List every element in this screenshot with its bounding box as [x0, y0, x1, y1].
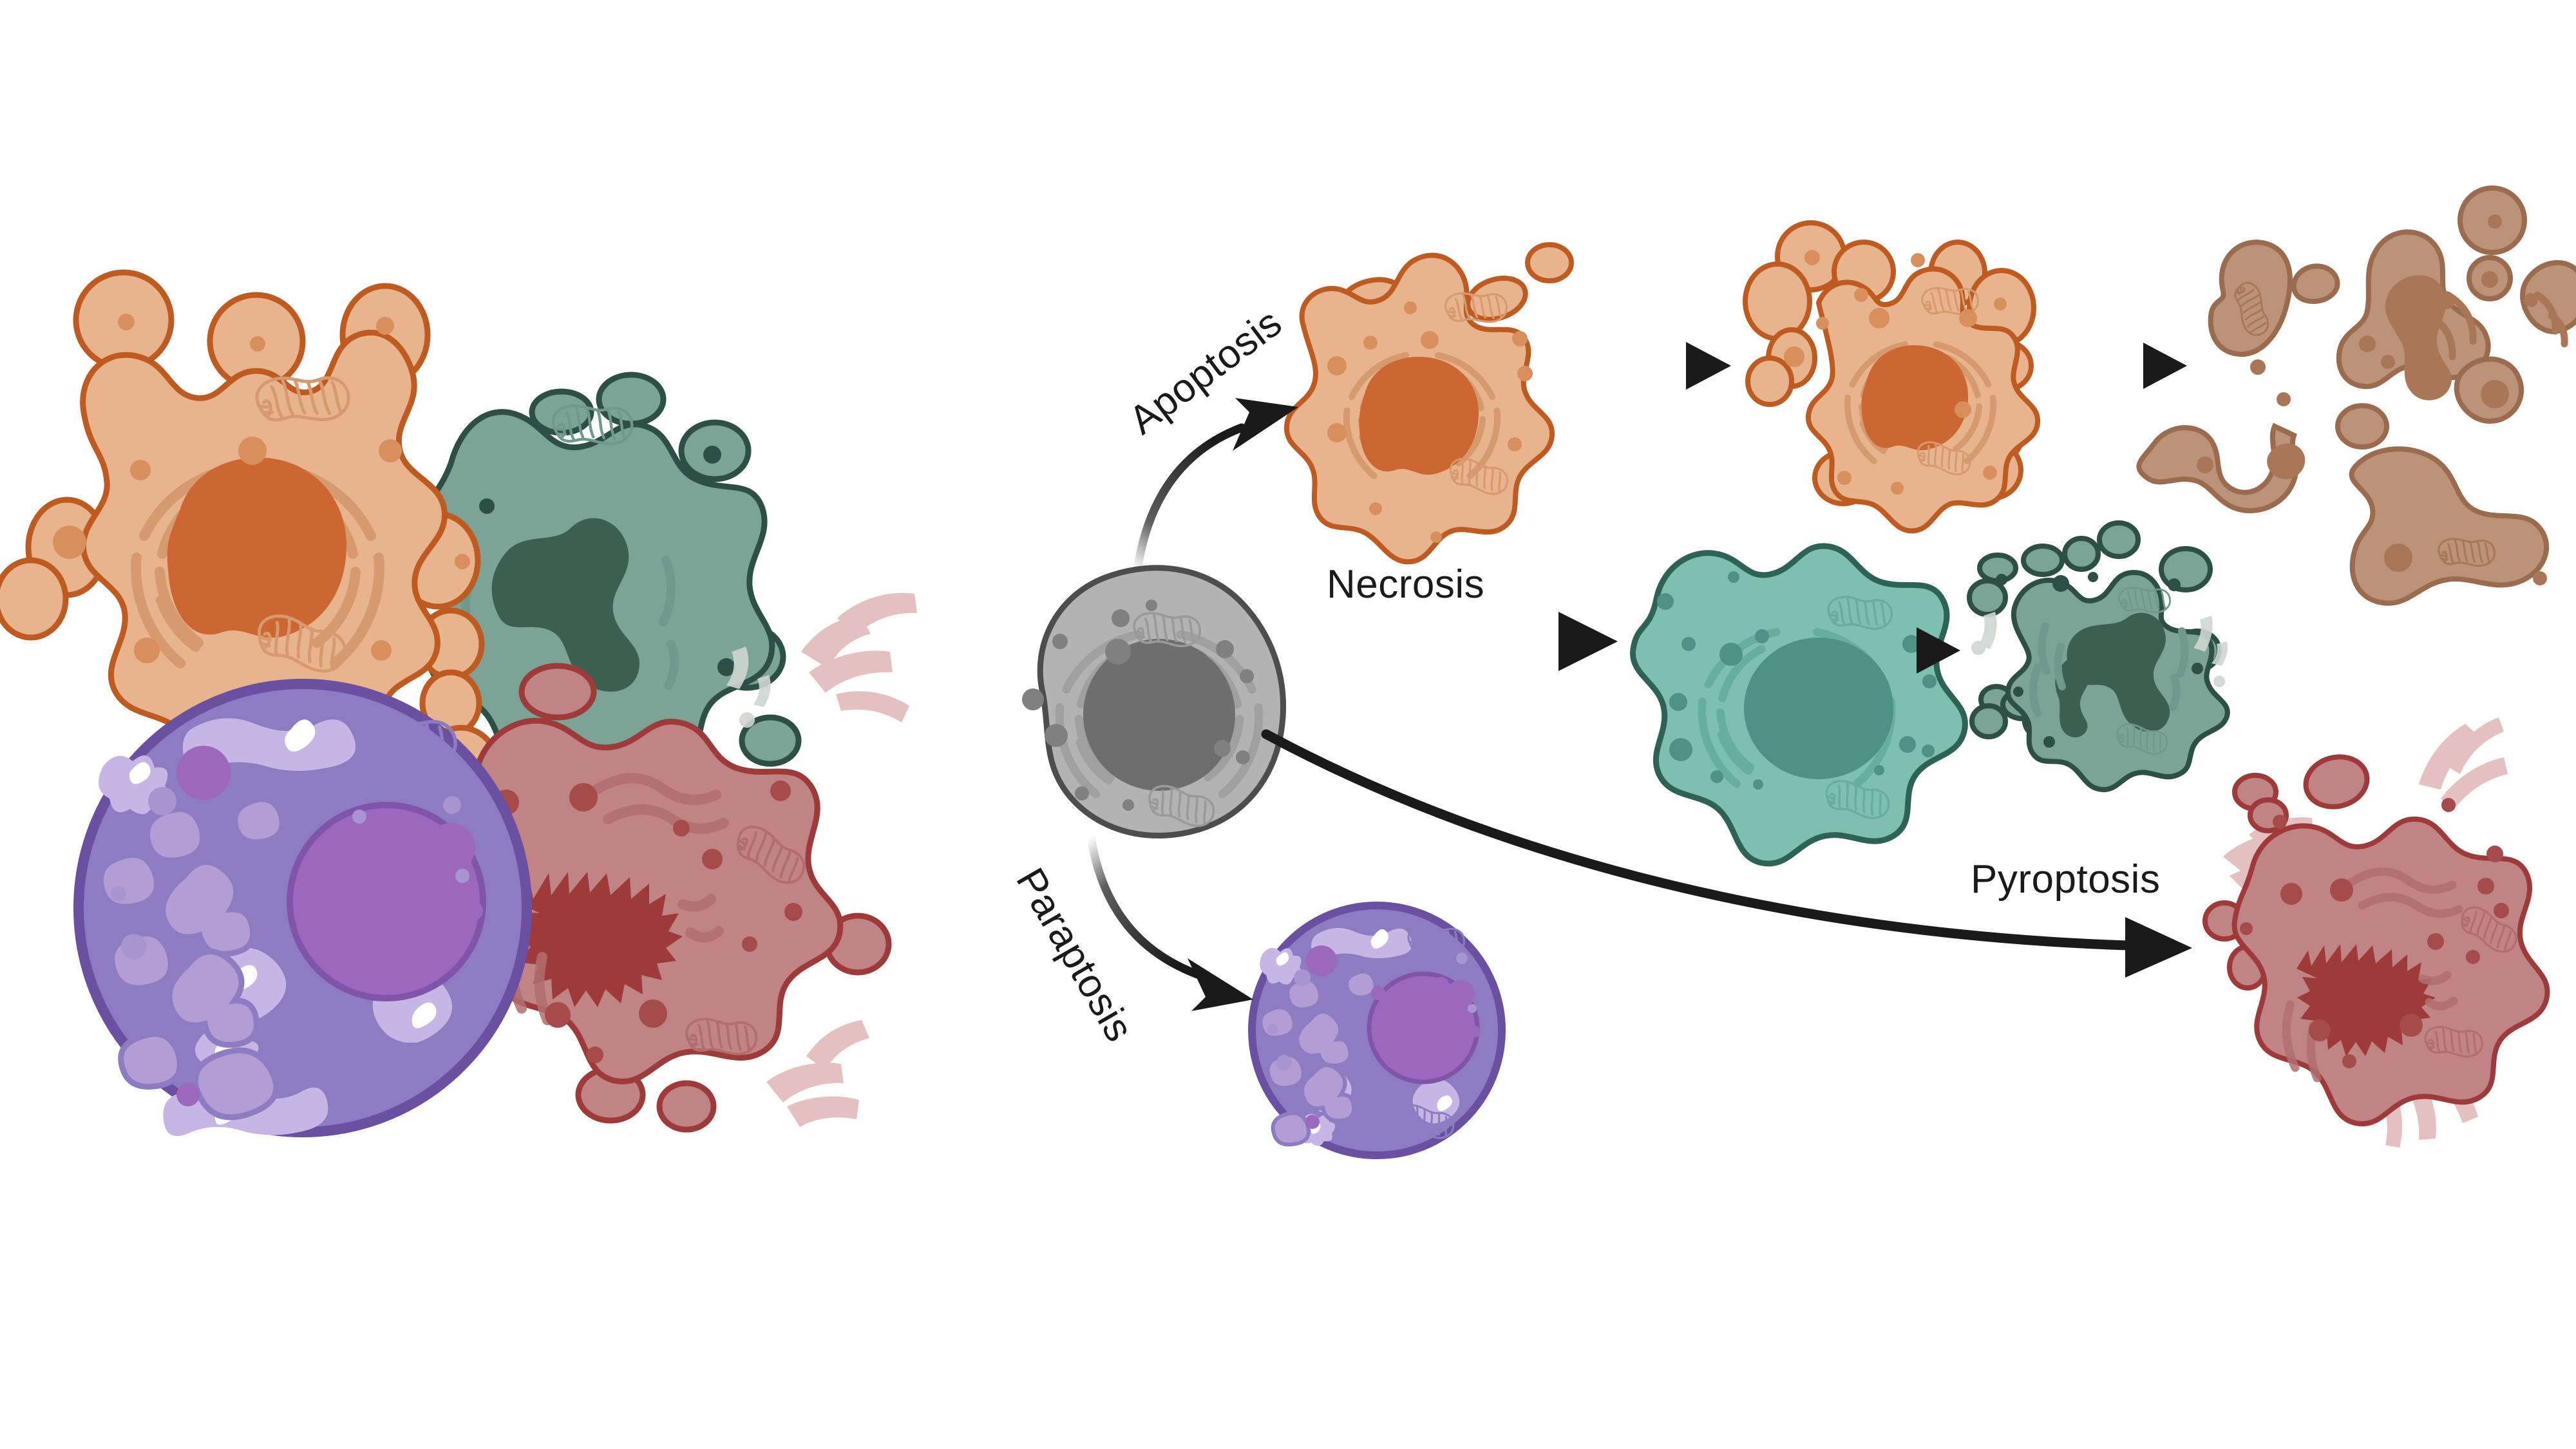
apoptosis-stage-3 [2136, 185, 2576, 606]
pathway-label-pyroptosis: Pyroptosis [1971, 857, 2161, 902]
pyroptotic-nucleus [515, 872, 683, 1007]
endoplasmic-reticulum [97, 796, 285, 1121]
endoplasmic-reticulum [1258, 969, 1378, 1147]
arrow-apoptosis-2-to-3 [2071, 343, 2187, 389]
healthy-cell [1022, 565, 1286, 838]
pathway-arrows [1086, 342, 2192, 1011]
apoptotic-nucleus [1359, 357, 1479, 475]
arrow-necrosis [1305, 612, 1618, 671]
arrow-necrosis-1-to-2 [1843, 627, 1960, 674]
cluster-cell-paraptotic [73, 679, 532, 1137]
necrotic-nucleus [1744, 638, 1893, 779]
apoptotic-body-nucleus [2385, 275, 2452, 401]
necrosis-stage-2 [1967, 520, 2230, 793]
pathway-label-necrosis: Necrosis [1327, 562, 1485, 607]
cluster-cell-pyroptotic [468, 592, 917, 1133]
paraptosis-stage-1 [1248, 902, 1506, 1159]
necrotic-nucleus [491, 518, 639, 692]
apoptosis-stage-2 [1743, 220, 2041, 534]
healthy-nucleus [1083, 639, 1235, 791]
arrow-paraptosis [1086, 833, 1253, 1011]
necrotic-nucleus [2067, 612, 2170, 732]
apoptotic-nucleus [167, 457, 347, 638]
arrow-apoptosis-1-to-2 [1605, 342, 1731, 390]
left-cell-cluster [0, 269, 917, 1137]
arrow-apoptosis [1133, 398, 1298, 575]
cluster-cell-necrotic [421, 372, 802, 782]
cytokine-burst [766, 592, 917, 1127]
apoptosis-stage-1 [1283, 242, 1574, 565]
pyroptosis-stage-1 [2202, 717, 2550, 1148]
apoptotic-nucleus [1861, 345, 1969, 451]
arrow-pyroptosis [1261, 729, 2192, 978]
necrosis-stage-1 [1630, 543, 1968, 867]
